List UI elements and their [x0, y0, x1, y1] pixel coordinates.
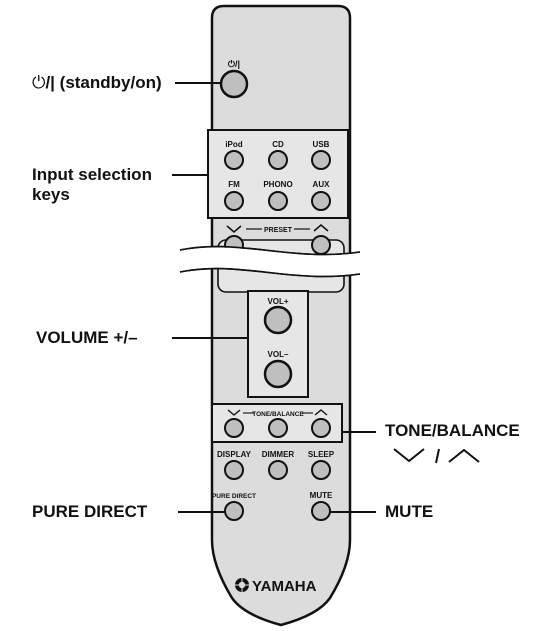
sleep-button[interactable] — [311, 460, 331, 480]
pure-direct-callout: PURE DIRECT — [32, 502, 148, 521]
mute-button[interactable] — [311, 501, 331, 521]
tone-down-arrow-icon — [393, 448, 425, 463]
tone-up-arrow-icon — [448, 448, 480, 463]
dimmer-key-label: DIMMER — [262, 450, 295, 459]
tone-balance-callout: TONE/BALANCE — [385, 421, 520, 440]
vol-up-label: VOL+ — [267, 297, 288, 306]
pure-direct-button[interactable] — [224, 501, 244, 521]
tone-down-button[interactable] — [224, 418, 244, 438]
preset-up-button[interactable] — [311, 235, 331, 255]
power-button[interactable] — [219, 69, 249, 99]
input-selection-callout: Input selection keys — [32, 165, 152, 205]
ipod-key-label: iPod — [225, 140, 242, 149]
preset-down-chevron-icon — [226, 225, 242, 234]
standby-callout-text: /| (standby/on) — [45, 73, 162, 92]
volume-callout: VOLUME +/– — [36, 328, 138, 347]
pure-direct-key-label: PURE DIRECT — [212, 493, 256, 500]
break-line-top-2 — [179, 245, 361, 256]
mute-callout: MUTE — [385, 502, 434, 521]
volume-up-button[interactable] — [263, 305, 293, 335]
tone-arrow-separator — [435, 448, 440, 464]
usb-key-label: USB — [313, 140, 330, 149]
dimmer-button[interactable] — [268, 460, 288, 480]
yamaha-logo — [235, 578, 249, 592]
fm-button[interactable] — [224, 191, 244, 211]
brand-name: YAMAHA — [252, 578, 317, 595]
tone-balance-key-label: TONE/BALANCE — [252, 411, 304, 418]
phono-key-label: PHONO — [263, 180, 292, 189]
display-key-label: DISPLAY — [217, 450, 252, 459]
preset-up-chevron-icon — [313, 223, 329, 232]
tone-down-chevron-icon — [227, 409, 241, 416]
phono-button[interactable] — [268, 191, 288, 211]
usb-button[interactable] — [311, 150, 331, 170]
sleep-key-label: SLEEP — [308, 450, 335, 459]
preset-label: PRESET — [264, 227, 293, 234]
tone-up-button[interactable] — [311, 418, 331, 438]
volume-down-button[interactable] — [263, 359, 293, 389]
standby-power-icon: ⏻ — [32, 73, 46, 92]
break-line-bottom-2 — [179, 267, 361, 278]
tone-balance-button[interactable] — [268, 418, 288, 438]
input-selection-line-2: keys — [32, 185, 70, 204]
tone-up-chevron-icon — [314, 409, 328, 416]
vol-down-label: VOL– — [268, 350, 289, 359]
aux-button[interactable] — [311, 191, 331, 211]
cd-button[interactable] — [268, 150, 288, 170]
display-button[interactable] — [224, 460, 244, 480]
input-selection-line-1: Input selection — [32, 165, 152, 184]
mute-key-label: MUTE — [310, 491, 333, 500]
break-cover — [180, 247, 360, 276]
cd-key-label: CD — [272, 140, 284, 149]
remote-body-bottom — [210, 260, 352, 627]
ipod-button[interactable] — [224, 150, 244, 170]
aux-key-label: AUX — [313, 180, 331, 189]
fm-key-label: FM — [228, 180, 240, 189]
standby-callout: ⏻/| (standby/on) — [32, 73, 162, 93]
power-key-label: ⏻/| — [228, 59, 240, 69]
